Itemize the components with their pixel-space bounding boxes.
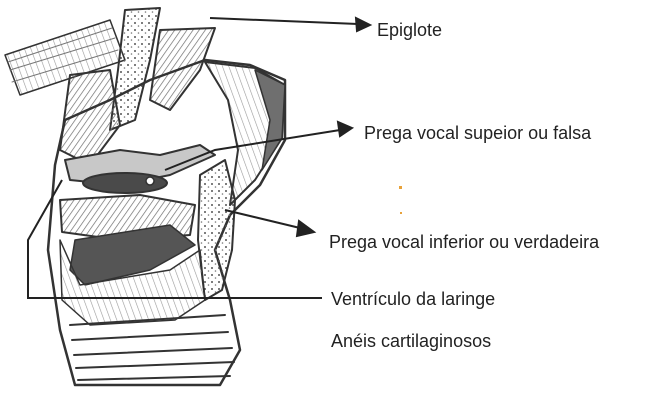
arrowhead-prega-falsa [338,122,352,136]
arrowhead-prega-verdadeira [297,221,314,236]
larynx-drawing [5,8,285,385]
arrow-epiglote [210,18,358,24]
label-aneis-cartilaginosos: Anéis cartilaginosos [331,331,491,351]
label-prega-vocal-verdadeira: Prega vocal inferior ou verdadeira [329,232,599,252]
ventricle-pocket [83,173,167,193]
label-epiglote: Epiglote [377,20,442,40]
ink-specks [399,186,402,214]
label-prega-vocal-falsa: Prega vocal supeior ou falsa [364,123,591,143]
arrow-prega-verdadeira [225,210,300,228]
arrowhead-epiglote [356,18,370,31]
label-ventriculo: Ventrículo da laringe [331,289,495,309]
